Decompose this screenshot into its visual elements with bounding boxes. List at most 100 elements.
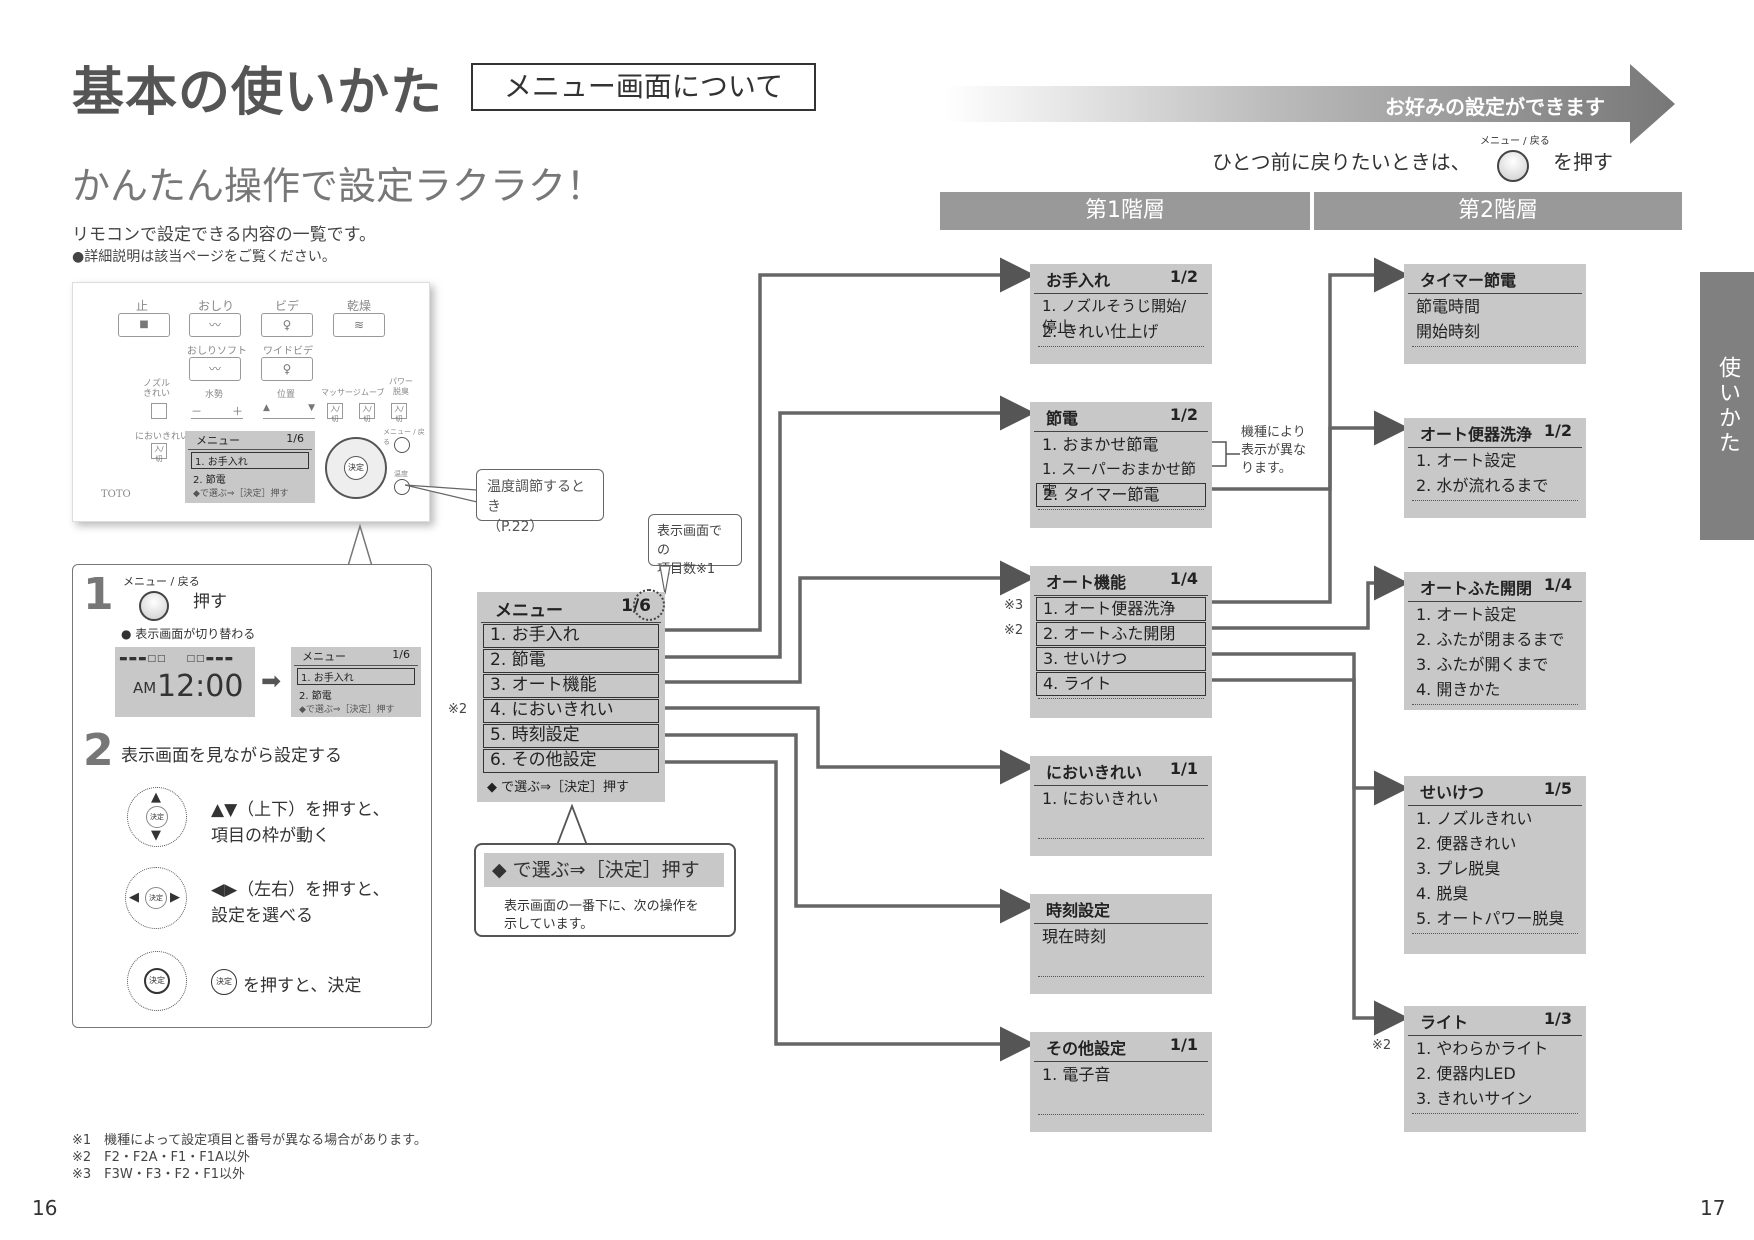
nioi-button: 入/切 [151, 443, 167, 463]
page-title: 基本の使いかた [72, 63, 444, 123]
temp-callout-line1: 温度調節するとき [487, 479, 585, 515]
count-callout-line1: 表示画面での [657, 524, 723, 558]
page-number-right: 17 [1700, 1196, 1726, 1220]
setsuden-note-line: ります。 [1241, 461, 1292, 476]
main-menu-mark4: ※2 [448, 702, 468, 717]
l1-nioi-page: 1/1 [1169, 759, 1198, 778]
mini-lcd-hint: ◆で選ぶ⇒［決定］押す [299, 705, 395, 715]
dpad: 決定 [325, 437, 387, 499]
step1-button-label: メニュー / 戻る [123, 575, 200, 588]
l1-setsuden-title: 節電 [1046, 409, 1079, 428]
l1-auto-item: 1. オート便器洗浄 [1036, 597, 1206, 621]
l1-auto-item: 2. オートふた開閉 [1036, 622, 1206, 646]
l2-timer-item: 節電時間 [1416, 297, 1481, 316]
remote-menu-back-label: メニュー / 戻る [383, 428, 425, 446]
l1-sonota-title: その他設定 [1046, 1039, 1127, 1058]
step2-text: 表示画面を見ながら設定する [121, 746, 342, 766]
clock-display: ▬▬▬□□ □□▬▬▬ AM 12:00 [115, 647, 255, 717]
l1-jikoku-lcd: 時刻設定 現在時刻 [1030, 894, 1212, 994]
l2-seiketsu-item: 4. 脱臭 [1416, 884, 1469, 903]
mini-lcd-title: メニュー [302, 650, 346, 663]
remote-oshiri-label: おしり [198, 299, 235, 313]
hint-pointer [555, 804, 589, 848]
dpad-updown-icon: ▲ ▼ 決定 [127, 787, 187, 847]
hint-box-line1: 表示画面の一番下に、次の操作を [504, 899, 699, 914]
setsuden-note-line: 表示が異な [1241, 443, 1307, 458]
auto-mark1: ※3 [1004, 598, 1024, 613]
remote-power-label: パワー 脱臭 [389, 377, 413, 396]
l2-autofuta-page: 1/4 [1543, 575, 1572, 594]
section-title-box: メニュー画面について [471, 63, 816, 111]
steps-pointer [347, 523, 373, 566]
remote-bidet-label: ビデ [275, 299, 300, 313]
temp-button [394, 479, 410, 495]
l2-seiketsu-item: 5. オートパワー脱臭 [1416, 909, 1565, 928]
menu-back-button-icon [139, 591, 169, 621]
hint-box-line2: 示しています。 [504, 917, 594, 932]
temp-callout: 温度調節するとき （P.22） [476, 469, 604, 535]
l2-seiketsu-item: 2. 便器きれい [1416, 834, 1517, 853]
side-tab: 使いかた [1700, 272, 1754, 540]
main-menu-item: 6. その他設定 [483, 749, 659, 773]
l2-light-title: ライト [1420, 1013, 1469, 1032]
remote-dry-label: 乾燥 [347, 299, 372, 313]
intro-text: リモコンで設定できる内容の一覧です。 [72, 225, 376, 245]
l2-timer-title: タイマー節電 [1420, 271, 1517, 290]
menu-back-button [394, 437, 410, 453]
l2-light-item: 3. きれいサイン [1416, 1089, 1533, 1108]
l1-nioi-title: においきれい [1046, 763, 1143, 782]
l1-jikoku-title: 時刻設定 [1046, 901, 1111, 920]
remote-lcd-item1: 1. お手入れ [191, 452, 309, 469]
setsuden-note-line: 機種により [1241, 425, 1306, 440]
l1-auto-page: 1/4 [1169, 569, 1198, 588]
auto-mark2: ※2 [1004, 623, 1024, 638]
l2-autofuta-item: 3. ふたが開くまで [1416, 655, 1549, 674]
arrow-up-icon: ▲ [151, 790, 161, 805]
l1-setsuden-item: 2. タイマー節電 [1036, 483, 1206, 507]
l1-setsuden-item: 1. スーパーおまかせ節電 [1042, 460, 1196, 499]
l2-autobenki-item: 1. オート設定 [1416, 451, 1517, 470]
stop-button: ■ [118, 313, 170, 337]
arrow-right-small-icon: ▶ [170, 890, 180, 905]
remote-oshiri-soft-label: おしりソフト [187, 346, 247, 357]
main-menu-lcd: メニュー 1/6 1. お手入れ 2. 節電 3. オート機能 4. においきれ… [477, 592, 665, 802]
l2-autobenki-page: 1/2 [1543, 421, 1572, 440]
catch-copy: かんたん操作で設定ラクラク！ [72, 164, 605, 208]
enter-highlight-icon: 決定 [144, 968, 170, 994]
banner-arrow [945, 64, 1675, 144]
level2-header: 第2階層 [1314, 192, 1682, 230]
footnote: ※3 F3W・F3・F2・F1以外 [72, 1167, 246, 1182]
remote-illustration: 止 おしり ビデ 乾燥 ■ 〰 ♀ ≋ おしりソフト ワイドビデ 〰 ♀ ノズル… [72, 282, 430, 522]
remote-lcd-page: 1/6 [286, 432, 304, 445]
remote-lcd-item2: 2. 節電 [193, 475, 226, 486]
l2-autofuta-title: オートふた開閉 [1420, 579, 1533, 598]
l1-auto-item: 3. せいけつ [1036, 647, 1206, 671]
clock-ampm: AM [133, 679, 157, 697]
footnote: ※1 機種によって設定項目と番号が異なる場合があります。 [72, 1133, 427, 1148]
main-menu-title: メニュー [495, 601, 563, 621]
l2-seiketsu-item: 3. プレ脱臭 [1416, 859, 1501, 878]
l1-teire-page: 1/2 [1169, 267, 1198, 286]
l2-autobenki-title: オート便器洗浄 [1420, 425, 1533, 444]
hint-box: ◆ で選ぶ⇒［決定］押す 表示画面の一番下に、次の操作を 示しています。 [474, 843, 736, 937]
l2-seiketsu-item: 1. ノズルきれい [1416, 809, 1533, 828]
clock-segment-bar: ▬▬▬□□ □□▬▬▬ [119, 654, 235, 664]
l1-auto-item: 4. ライト [1036, 672, 1206, 696]
oshiri-soft-button: 〰 [189, 357, 241, 381]
main-menu-item: 4. においきれい [483, 699, 659, 723]
brand-logo: TOTO [101, 489, 131, 500]
dpad-center-icon-2: 決定 [145, 887, 167, 909]
hint-box-title: ◆ で選ぶ⇒［決定］押す [484, 853, 724, 887]
main-menu-hint: ◆ で選ぶ⇒［決定］押す [487, 780, 630, 795]
bidet-button: ♀ [261, 313, 313, 337]
position-stepper: ▲▼ [263, 403, 315, 419]
steps-box: 1 メニュー / 戻る 押す ● 表示画面が切り替わる ▬▬▬□□ □□▬▬▬ … [72, 564, 432, 1028]
l1-teire-item: 1. ノズルそうじ開始/停止 [1042, 297, 1187, 336]
